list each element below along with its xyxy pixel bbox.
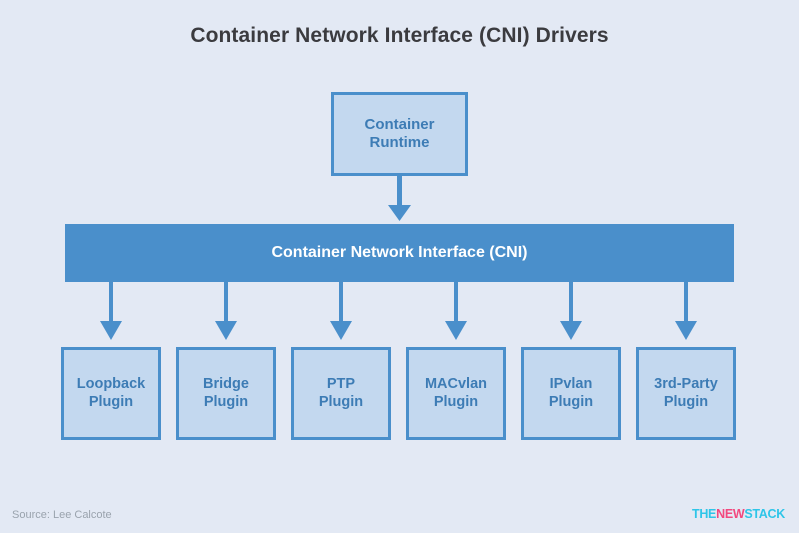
node-plugin-third-party: 3rd-Party Plugin <box>636 347 736 440</box>
node-label-line2: Runtime <box>369 134 430 151</box>
arrow-cni-to-macvlan <box>445 282 467 340</box>
node-container-runtime: Container Runtime <box>331 92 468 176</box>
plugin-label-line1: MACvlan <box>424 376 488 393</box>
thenewstack-logo: THENEWSTACK <box>692 507 785 521</box>
plugin-label-line2: Plugin <box>548 393 594 410</box>
logo-part-stack: STACK <box>744 507 785 521</box>
plugin-label-line1: IPvlan <box>549 376 593 393</box>
plugin-label-line2: Plugin <box>318 393 364 410</box>
node-plugin-bridge: Bridge Plugin <box>176 347 276 440</box>
plugin-label-line2: Plugin <box>663 393 709 410</box>
arrow-cni-to-ptp <box>330 282 352 340</box>
plugin-label-line2: Plugin <box>203 393 249 410</box>
source-attribution: Source: Lee Calcote <box>12 509 112 521</box>
node-plugin-ipvlan: IPvlan Plugin <box>521 347 621 440</box>
plugin-label-line1: Loopback <box>76 376 146 393</box>
plugin-label-line1: 3rd-Party <box>654 376 718 393</box>
arrow-cni-to-bridge <box>215 282 237 340</box>
node-plugin-loopback: Loopback Plugin <box>61 347 161 440</box>
node-plugin-macvlan: MACvlan Plugin <box>406 347 506 440</box>
node-cni-bar: Container Network Interface (CNI) <box>65 224 734 282</box>
plugin-label-line2: Plugin <box>433 393 479 410</box>
arrow-cni-to-ipvlan <box>560 282 582 340</box>
cni-bar-label: Container Network Interface (CNI) <box>271 244 528 261</box>
plugin-label-line1: Bridge <box>203 376 249 393</box>
page-title: Container Network Interface (CNI) Driver… <box>190 24 609 47</box>
node-label-line1: Container <box>364 116 435 134</box>
plugin-label-line1: PTP <box>326 376 356 393</box>
arrow-runtime-to-cni <box>388 176 411 221</box>
logo-part-new: NEW <box>716 507 745 521</box>
logo-part-the: THE <box>691 507 717 521</box>
arrow-cni-to-loopback <box>100 282 122 340</box>
plugin-label-line2: Plugin <box>88 393 134 410</box>
arrow-cni-to-third-party <box>675 282 697 340</box>
node-plugin-ptp: PTP Plugin <box>291 347 391 440</box>
